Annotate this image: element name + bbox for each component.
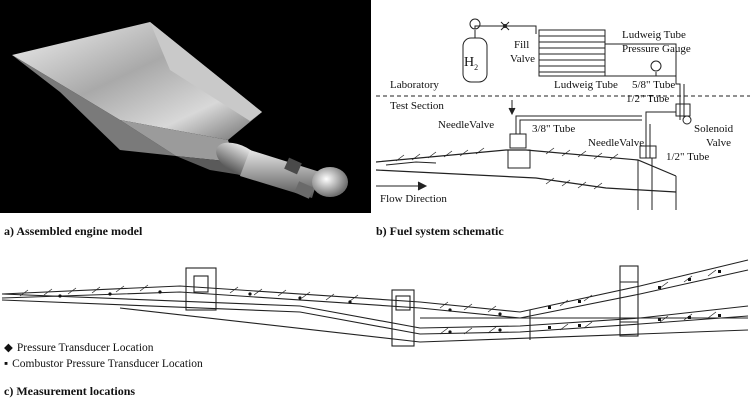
ludweig-tube-label: Ludweig Tube (554, 79, 618, 91)
schematic-caption: b) Fuel system schematic (376, 224, 504, 238)
flow-direction-label: Flow Direction (380, 193, 447, 205)
fill-valve-label: Fill (514, 39, 530, 51)
engine-cross-section (1, 259, 749, 347)
tube-12-label-a: 1/2" Tube (626, 93, 670, 105)
ludweig-gauge-label-2: Pressure Gauge (622, 43, 691, 55)
tube-58-label: 5/8" Tube (632, 79, 676, 91)
needle-valve-left-label: NeedleValve (438, 119, 495, 131)
legend-combustor: ▪Combustor Pressure Transducer Location (4, 358, 203, 370)
h2-label: H2 (464, 55, 479, 72)
engine-model-photo (0, 0, 371, 213)
schematic-drawing (376, 18, 750, 210)
fill-valve-label-2: Valve (510, 53, 536, 65)
legend-combustor-label: Combustor Pressure Transducer Location (12, 358, 203, 370)
engine-model-illustration (12, 22, 348, 199)
locations-caption: c) Measurement locations (4, 384, 136, 398)
injector-1 (185, 267, 217, 311)
solenoid-valve-label: Solenoid (694, 123, 734, 135)
tube-38-label: 3/8" Tube (532, 123, 576, 135)
needle-valve-right-icon (639, 145, 657, 159)
needle-valve-left-icon (509, 133, 527, 149)
fuel-system-schematic: H2 Fill Valve Ludweig Tube Pressure Gaug… (376, 0, 750, 213)
solenoid-valve-icon (675, 103, 691, 117)
laboratory-label: Laboratory (390, 79, 439, 91)
test-section-label: Test Section (390, 100, 444, 112)
needle-valve-right-label: NeedleValve (588, 137, 645, 149)
photo-caption: a) Assembled engine model (4, 224, 143, 238)
ludweig-gauge-label: Ludweig Tube (622, 29, 686, 41)
square-marker-icon: ▪ (4, 358, 9, 370)
solenoid-valve-label-2: Valve (706, 137, 732, 149)
diamond-marker-icon: ◆ (4, 342, 13, 354)
injector-2 (391, 289, 415, 347)
tube-12-label-b: 1/2" Tube (666, 151, 710, 163)
ludweig-coil (538, 29, 606, 77)
ludweig-pressure-gauge-icon (650, 60, 662, 72)
legend-pressure-label: Pressure Transducer Location (16, 342, 154, 354)
injector-3 (619, 265, 639, 337)
measurement-locations-drawing: ◆Pressure Transducer Location (0, 248, 750, 360)
legend-pressure: ◆Pressure Transducer Location (4, 340, 154, 354)
